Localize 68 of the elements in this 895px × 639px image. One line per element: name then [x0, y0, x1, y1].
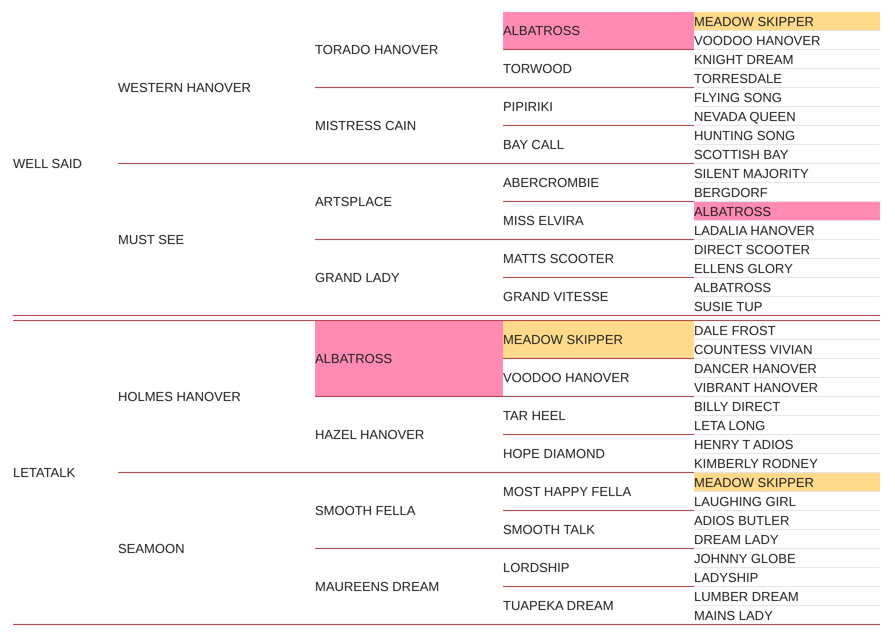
horse-name: SILENT MAJORITY	[694, 166, 809, 180]
horse-name: KNIGHT DREAM	[694, 52, 794, 66]
horse-name: HUNTING SONG	[694, 128, 796, 142]
horse-name: ALBATROSS	[694, 204, 772, 218]
horse-name: LETATALK	[13, 465, 76, 480]
horse-name: WELL SAID	[13, 156, 82, 171]
highlighted-cell	[503, 12, 694, 50]
horse-name: TORRESDALE	[694, 70, 782, 86]
horse-name: HENRY T ADIOS	[694, 436, 794, 452]
horse-name: SMOOTH FELLA	[315, 503, 416, 518]
horse-name: DREAM LADY	[694, 532, 779, 546]
horse-name: MISTRESS CAIN	[315, 118, 416, 133]
horse-name: ALBATROSS	[694, 280, 772, 294]
horse-name: LAUGHING GIRL	[694, 494, 796, 508]
horse-name: ELLENS GLORY	[694, 260, 793, 276]
horse-name: DALE FROST	[694, 322, 776, 338]
horse-name: LADYSHIP	[694, 570, 758, 584]
horse-name: WESTERN HANOVER	[118, 80, 251, 95]
horse-name: GRAND LADY	[315, 270, 400, 285]
horse-name: MAUREENS DREAM	[315, 579, 440, 594]
horse-name: BILLY DIRECT	[694, 398, 780, 414]
horse-name: HOPE DIAMOND	[503, 446, 605, 461]
horse-name: PIPIRIKI	[503, 99, 553, 114]
horse-name: KIMBERLY RODNEY	[694, 456, 818, 470]
horse-name: SMOOTH TALK	[503, 522, 595, 537]
horse-name: ARTSPLACE	[315, 194, 392, 209]
horse-name: ABERCROMBIE	[503, 175, 600, 190]
horse-name: DIRECT SCOOTER	[694, 242, 810, 256]
horse-name: ALBATROSS	[315, 351, 392, 366]
horse-name: MOST HAPPY FELLA	[503, 484, 632, 499]
horse-name: MUST SEE	[118, 232, 184, 247]
horse-name: LADALIA HANOVER	[694, 222, 815, 238]
horse-name: DANCER HANOVER	[694, 360, 817, 376]
highlighted-cell	[315, 321, 503, 397]
horse-name: VOODOO HANOVER	[503, 370, 630, 385]
horse-name: SEAMOON	[118, 541, 184, 556]
horse-name: SCOTTISH BAY	[694, 146, 788, 162]
horse-name: JOHNNY GLOBE	[694, 550, 796, 566]
highlighted-cell	[503, 321, 694, 359]
horse-name: VOODOO HANOVER	[694, 32, 820, 48]
horse-name: HAZEL HANOVER	[315, 427, 424, 442]
horse-name: TORWOOD	[503, 61, 572, 76]
horse-name: MEADOW SKIPPER	[503, 332, 623, 347]
horse-name: TAR HEEL	[503, 408, 566, 423]
horse-name: LETA LONG	[694, 418, 766, 432]
horse-name: MISS ELVIRA	[503, 213, 584, 228]
horse-name: SUSIE TUP	[694, 298, 762, 314]
horse-name: MATTS SCOOTER	[503, 251, 614, 266]
horse-name: GRAND VITESSE	[503, 289, 608, 304]
horse-name: LORDSHIP	[503, 560, 570, 575]
highlighted-cell	[694, 12, 880, 31]
horse-name: MEADOW SKIPPER	[694, 474, 814, 490]
horse-name: BAY CALL	[503, 137, 564, 152]
horse-name: HOLMES HANOVER	[118, 389, 241, 404]
horse-name: COUNTESS VIVIAN	[694, 342, 812, 356]
horse-name: ALBATROSS	[503, 23, 580, 38]
horse-name: VIBRANT HANOVER	[694, 380, 818, 394]
horse-name: TUAPEKA DREAM	[503, 598, 614, 613]
horse-name: BERGDORF	[694, 184, 768, 200]
highlighted-cell	[694, 473, 880, 492]
horse-name: MAINS LADY	[694, 608, 773, 622]
horse-name: LUMBER DREAM	[694, 588, 799, 604]
horse-name: TORADO HANOVER	[315, 42, 438, 57]
horse-name: NEVADA QUEEN	[694, 108, 796, 124]
horse-name: MEADOW SKIPPER	[694, 14, 814, 28]
horse-name: FLYING SONG	[694, 90, 782, 104]
highlighted-cell	[694, 202, 880, 221]
horse-name: ADIOS BUTLER	[694, 512, 790, 528]
